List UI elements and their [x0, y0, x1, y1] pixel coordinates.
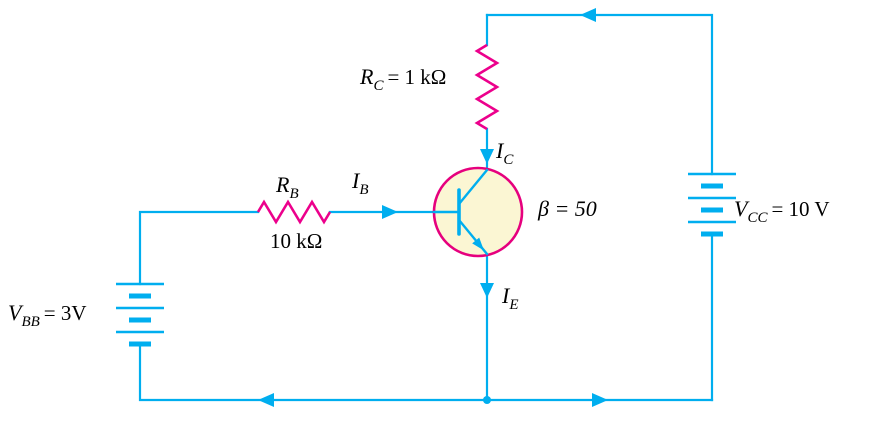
beta-label: β = 50 [537, 196, 597, 221]
junction-dot [483, 396, 491, 404]
rb-value-label: 10 kΩ [270, 229, 322, 253]
vcc-battery [688, 172, 736, 237]
ie-label: IE [501, 283, 519, 313]
rb-resistor [256, 199, 332, 225]
transistor-collector-lead [457, 168, 489, 206]
ib-arrow-right-icon [382, 205, 398, 219]
ib-label: IB [351, 168, 369, 198]
bottom-left-arrow-icon [258, 393, 274, 407]
transistor [432, 166, 524, 258]
ic-arrow-down-icon [480, 149, 494, 164]
ie-arrow-down-icon [480, 283, 494, 298]
vbb-battery [116, 282, 164, 347]
current-arrows [258, 8, 608, 407]
ic-label: IC [495, 138, 514, 168]
vcc-label: VCC= 10 V [734, 196, 830, 226]
top-wire-arrow-left-icon [580, 8, 596, 22]
bottom-wire [138, 342, 714, 402]
vbb-label: VBB= 3V [8, 300, 87, 330]
left-upper-wire [138, 210, 260, 286]
top-right-wire [485, 13, 714, 176]
rc-resistor [474, 43, 500, 131]
resistors [256, 43, 500, 225]
bottom-right-arrow-icon [592, 393, 608, 407]
rb-label: RB [275, 172, 299, 202]
rc-label: RC= 1 kΩ [359, 64, 446, 94]
emitter-arrow-icon [472, 237, 484, 251]
